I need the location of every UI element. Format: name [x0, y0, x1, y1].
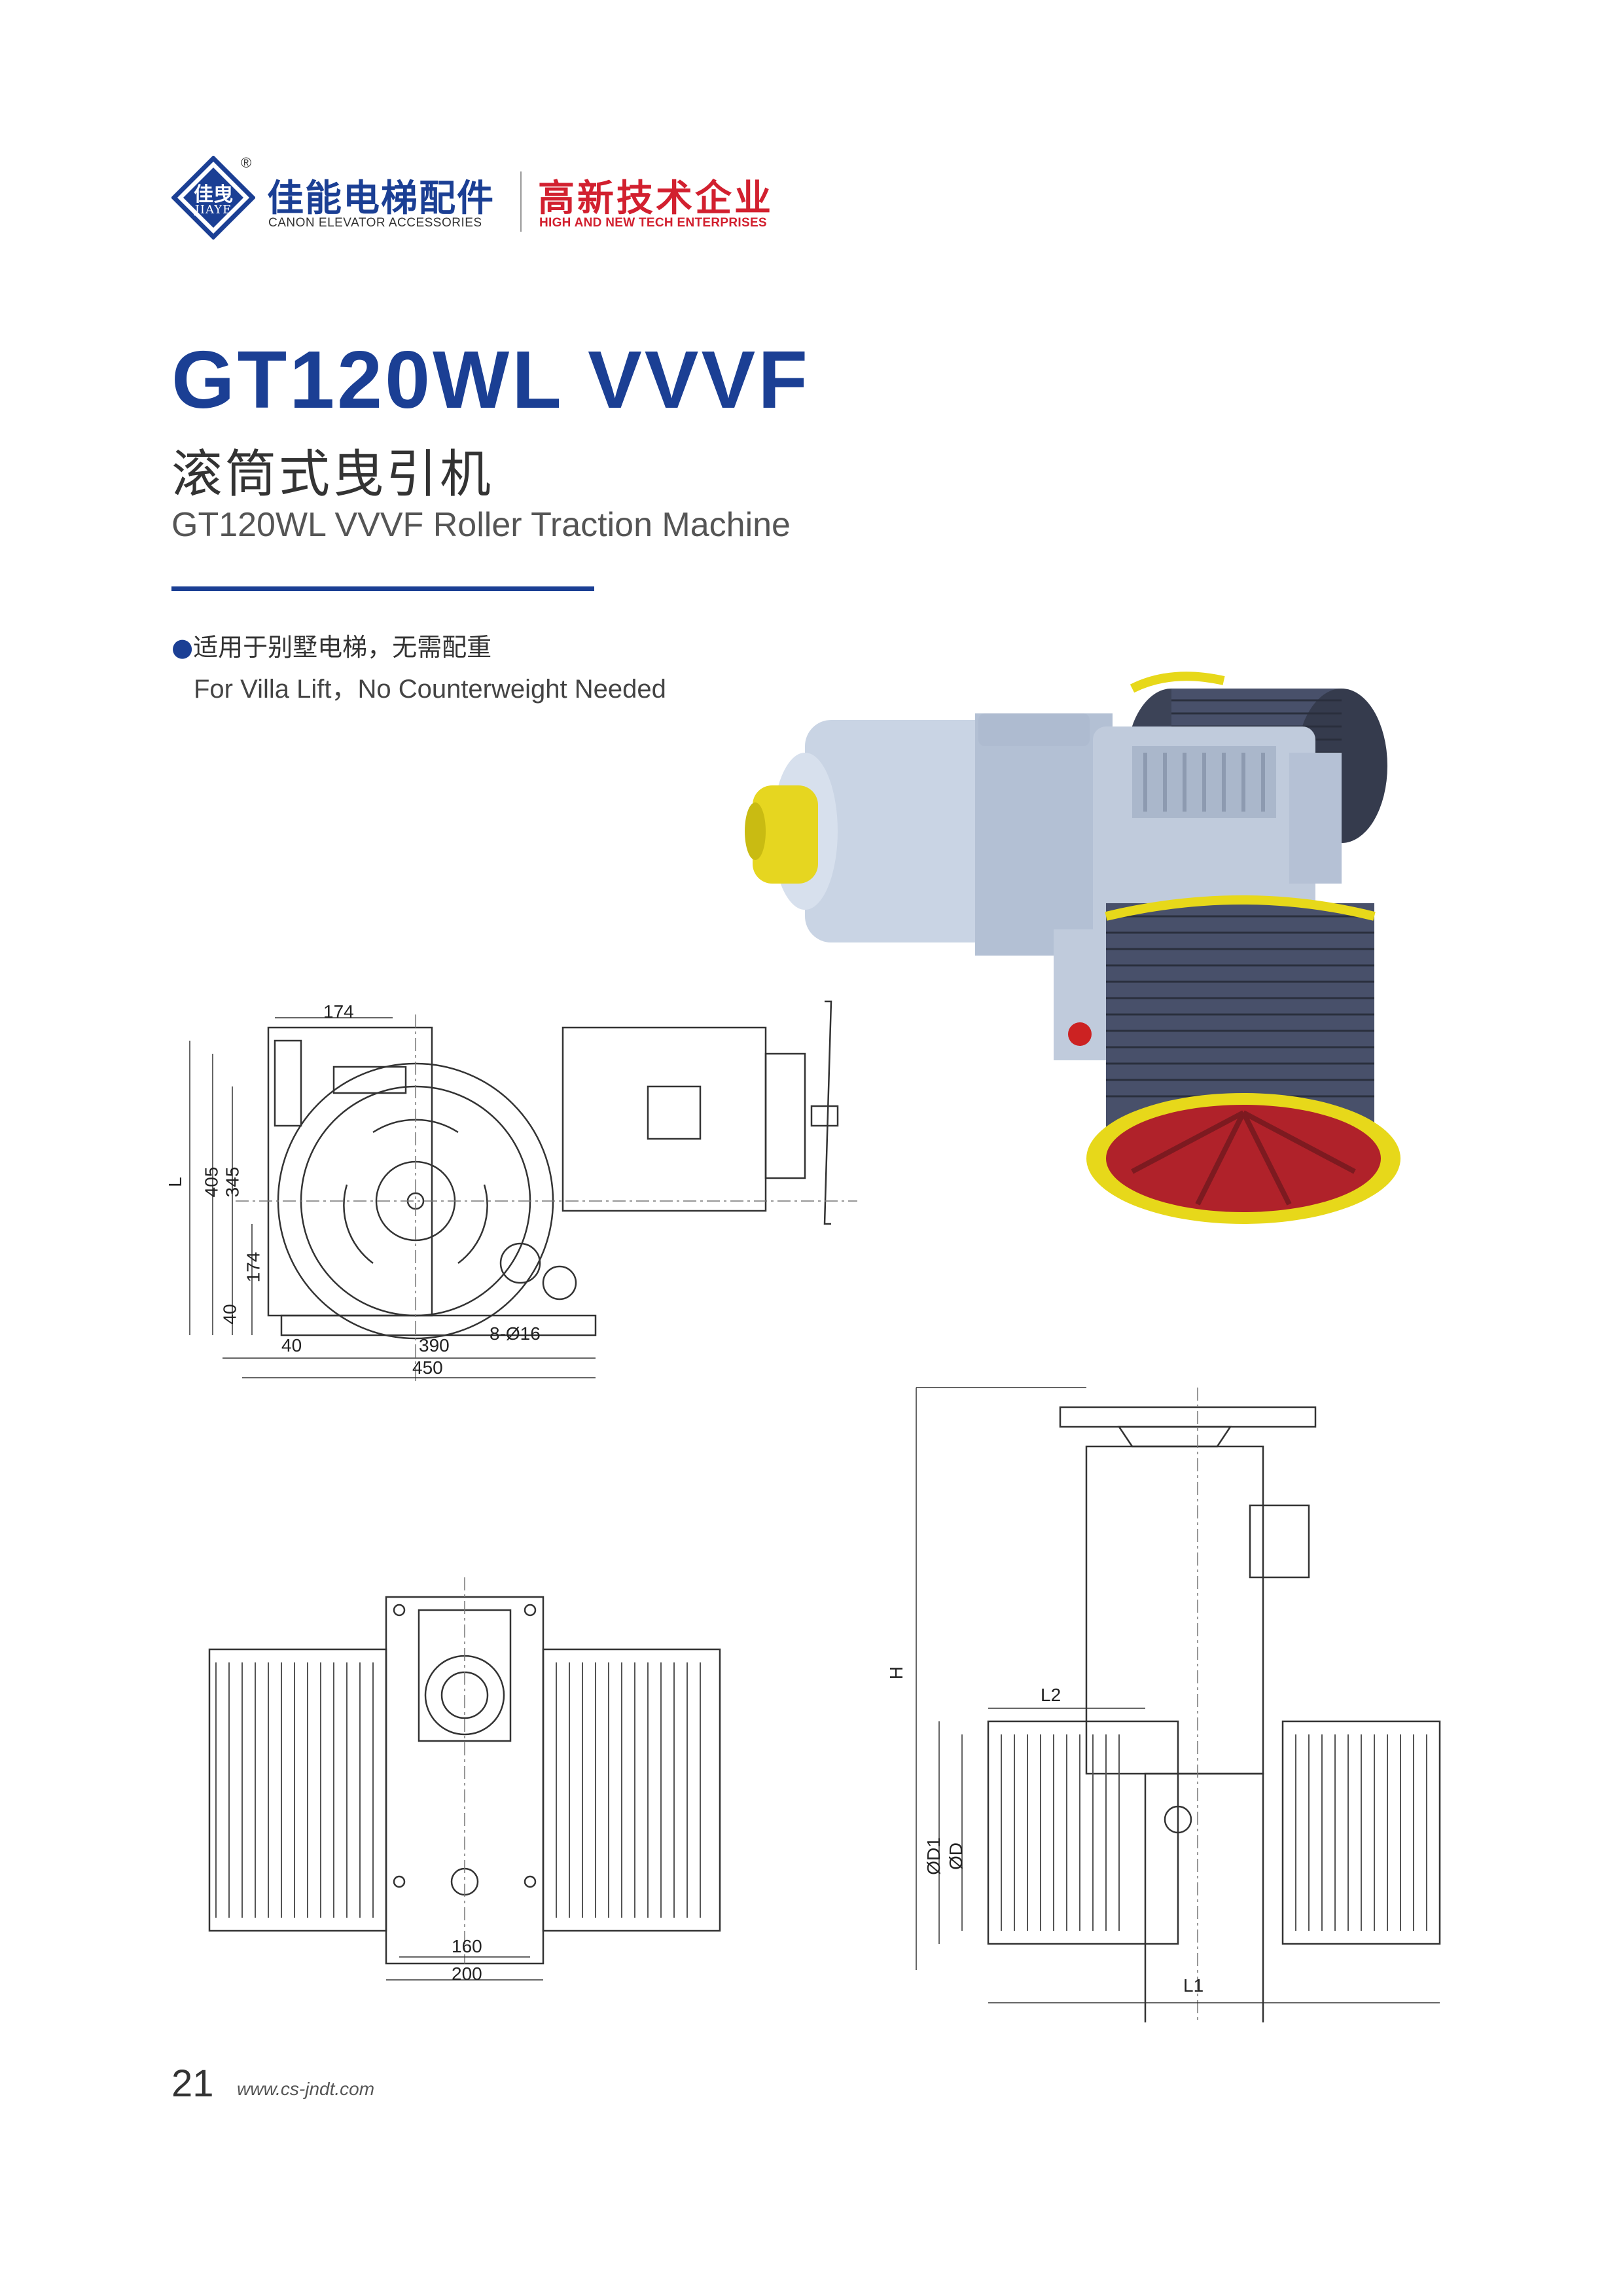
dim-side-D: ØD [946, 1842, 966, 1870]
product-title: GT120WL VVVF [171, 335, 810, 425]
dim-side-H: H [886, 1666, 907, 1680]
dim-side-D1: ØD1 [923, 1837, 944, 1875]
brand-name-en: CANON ELEVATOR ACCESSORIES [268, 216, 482, 230]
dim-side-L2: L2 [1041, 1685, 1061, 1705]
drawing-top-view [208, 1577, 721, 1981]
brand-logo: 佳曳 JIAYE [171, 155, 256, 240]
tagline-cn: 高新技术企业 [538, 177, 774, 220]
dim-front-405: 405 [201, 1166, 222, 1198]
dim-front-345: 345 [222, 1166, 243, 1198]
dim-front-hole: 8-Ø16 [490, 1323, 541, 1344]
dim-front-40h: 40 [281, 1335, 302, 1355]
logo-en-text: JIAYE [194, 203, 232, 217]
dim-front-40v: 40 [219, 1304, 240, 1325]
drawing-front-view [189, 1000, 857, 1381]
header-divider [520, 171, 522, 232]
motor-vertical-outline [1085, 1445, 1264, 1775]
website-link[interactable]: www.cs-jndt.com [237, 2079, 375, 2099]
tagline-en: HIGH AND NEW TECH ENTERPRISES [539, 216, 767, 230]
right-drum-side-outline [1281, 1720, 1441, 1945]
feature-cn-text: 适用于别墅电梯，无需配重 [193, 633, 492, 662]
brake-cap [745, 785, 818, 884]
drawing-side-view [916, 1387, 1441, 2022]
page-number: 21 [171, 2062, 214, 2105]
dim-front-L: L [164, 1177, 185, 1187]
feature-en: For Villa Lift，No Counterweight Needed [194, 675, 666, 704]
dim-side-L1: L1 [1183, 1975, 1204, 1996]
brand-name-cn: 佳能电梯配件 [267, 177, 495, 220]
motor-body [772, 713, 1113, 956]
bullet-dot-icon: ● [171, 633, 194, 662]
front-drum [1086, 895, 1400, 1224]
motor-outline [562, 1026, 767, 1212]
dim-top-200: 200 [452, 1964, 482, 1984]
registered-mark: ® [241, 154, 252, 171]
logo-diamond-icon [171, 155, 256, 240]
dim-front-450: 450 [412, 1357, 443, 1378]
dim-front-top: 174 [323, 1001, 354, 1022]
title-underline [171, 586, 594, 591]
dim-front-390: 390 [419, 1335, 450, 1355]
dim-front-174v: 174 [243, 1251, 264, 1283]
feature-cn: ●适用于别墅电梯，无需配重 [171, 627, 491, 663]
left-drum-side-outline [987, 1720, 1179, 1945]
product-subtitle-cn: 滚筒式曳引机 [171, 445, 494, 504]
gear-housing-outline [267, 1026, 433, 1317]
logo-cn-text: 佳曳 [194, 183, 233, 206]
product-photo [745, 672, 1400, 1224]
product-subtitle-en: GT120WL VVVF Roller Traction Machine [171, 506, 791, 544]
dim-top-160: 160 [452, 1936, 482, 1956]
